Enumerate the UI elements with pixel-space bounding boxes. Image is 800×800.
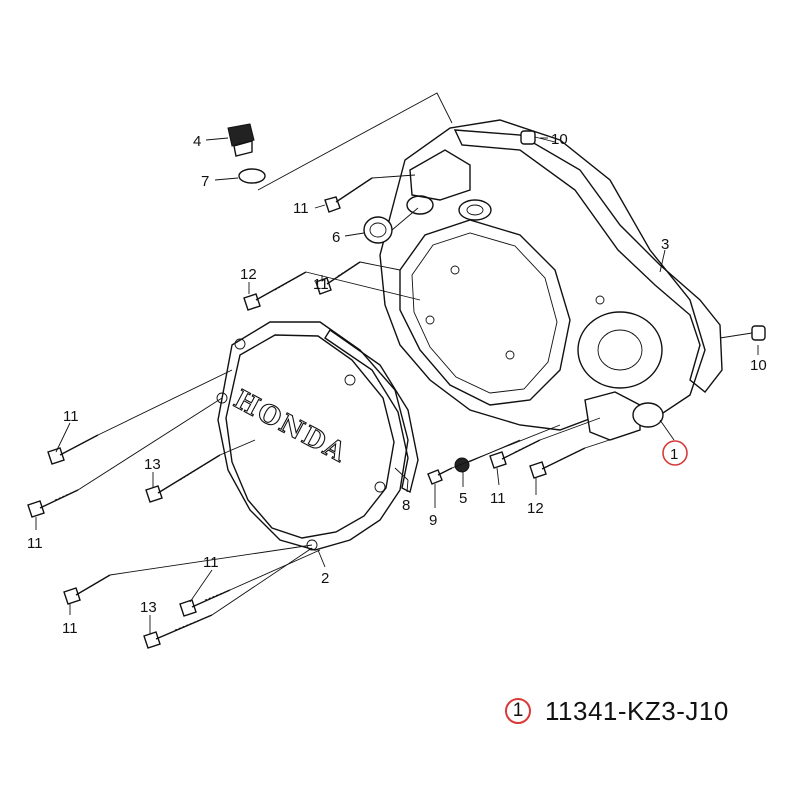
crankcase-cover: [379, 119, 706, 441]
bolt-12-upper: [243, 271, 307, 311]
part-number-text: 11341-KZ3-J10: [545, 695, 729, 726]
callout-11-upper: 11: [293, 200, 309, 217]
dowel-pin-top: [520, 130, 536, 145]
footer-ref-number: 1: [512, 700, 524, 721]
bolt-13-upper: [145, 454, 221, 503]
bolt-11-front: [489, 439, 541, 469]
callout-13-lower: 13: [140, 599, 157, 616]
callout-13-upper: 13: [144, 456, 161, 473]
callout-12-upper: 12: [240, 266, 257, 283]
callout-2: 2: [321, 570, 329, 587]
bolt-12-front: [529, 447, 586, 479]
bolt-11-mid: [315, 261, 361, 295]
callout-11-mid: 11: [313, 276, 329, 293]
callout-12-front: 12: [527, 500, 544, 517]
bolt-9: [427, 467, 453, 485]
callout-11-front: 11: [490, 490, 506, 507]
callout-10-top: 10: [551, 131, 568, 148]
callout-10-right: 10: [750, 357, 767, 374]
callout-6: 6: [332, 229, 340, 246]
bolt-11-bottom: [179, 589, 231, 617]
callout-7: 7: [201, 173, 209, 190]
callout-5: 5: [459, 490, 467, 507]
bolt-11-left-3: [63, 574, 111, 605]
callout-8: 8: [402, 497, 410, 514]
callout-1: 1: [670, 446, 678, 463]
part-number-footer: 1 11341-KZ3-J10: [505, 691, 729, 731]
dowel-5: [454, 457, 470, 473]
callout-3: 3: [661, 236, 669, 253]
clutch-cover: HONDA: [216, 321, 409, 551]
callout-11-left-1: 11: [63, 408, 79, 425]
part-1-highlight-circle: [662, 440, 688, 466]
clutch-cover-gasket: [324, 329, 419, 494]
installation-lines: [77, 136, 753, 616]
o-ring: [238, 168, 266, 184]
bolt-11-left-2: [27, 489, 79, 518]
callout-11-bottom: 11: [203, 554, 219, 571]
bolt-13-lower: [143, 614, 213, 649]
callout-4: 4: [193, 133, 201, 150]
leader-line-top: [257, 92, 453, 191]
callout-11-left-2: 11: [27, 535, 43, 552]
dowel-pin-right: [751, 325, 766, 341]
footer-ref-circle: 1: [505, 698, 531, 724]
callout-11-left-3: 11: [62, 620, 78, 637]
bolt-11-upper: [324, 177, 373, 213]
callout-9: 9: [429, 512, 437, 529]
callout-leaders: [35, 137, 759, 634]
oil-filler-cap: [227, 123, 255, 157]
oil-seal: [363, 216, 393, 244]
cover-gasket: [453, 129, 723, 393]
bolt-11-left-1: [47, 434, 99, 465]
